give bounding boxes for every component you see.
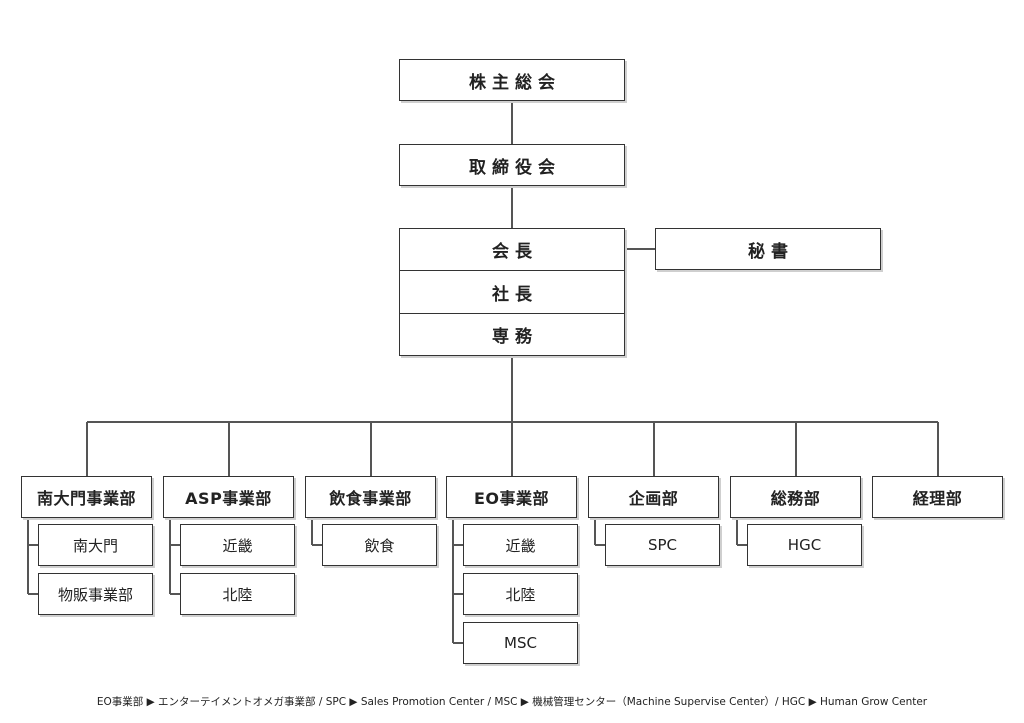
department-box[interactable]: 経理部 — [872, 476, 1003, 518]
department-label: 企画部 — [628, 489, 679, 508]
department-box[interactable]: 南大門事業部 — [21, 476, 152, 518]
department-box[interactable]: ASP事業部 — [163, 476, 294, 518]
sub-unit-box[interactable]: MSC — [463, 622, 578, 664]
department-label: 経理部 — [912, 489, 963, 508]
shareholders-meeting-label: 株主総会 — [469, 72, 561, 93]
sub-unit-box[interactable]: 物販事業部 — [38, 573, 153, 615]
secretary-label: 秘書 — [748, 241, 794, 262]
department-label: 南大門事業部 — [36, 489, 136, 508]
senior-md-label: 専務 — [492, 327, 538, 347]
department-label: ASP事業部 — [185, 489, 272, 508]
president-cell[interactable]: 社長 — [400, 271, 624, 314]
sub-unit-label: 近畿 — [505, 536, 536, 555]
sub-unit-label: 南大門 — [72, 536, 118, 555]
sub-unit-label: SPC — [647, 536, 678, 554]
chairman-label: 会長 — [492, 242, 538, 262]
sub-unit-box[interactable]: 近畿 — [463, 524, 578, 566]
sub-unit-label: MSC — [504, 634, 537, 652]
sub-unit-box[interactable]: HGC — [747, 524, 862, 566]
board-of-directors-label: 取締役会 — [469, 157, 561, 178]
abbreviation-legend: EO事業部 ▶ エンターテイメントオメガ事業部 / SPC ▶ Sales Pr… — [96, 696, 928, 708]
department-label: 飲食事業部 — [329, 489, 412, 508]
executive-stack: 会長 社長 専務 — [399, 228, 625, 356]
department-label: EO事業部 — [473, 489, 550, 508]
sub-unit-label: HGC — [787, 536, 822, 554]
sub-unit-label: 近畿 — [222, 536, 253, 555]
department-box[interactable]: 企画部 — [588, 476, 719, 518]
sub-unit-box[interactable]: SPC — [605, 524, 720, 566]
sub-unit-label: 北陸 — [222, 585, 253, 604]
president-label: 社長 — [492, 284, 538, 305]
sub-unit-box[interactable]: 北陸 — [180, 573, 295, 615]
sub-unit-label: 北陸 — [505, 585, 536, 604]
department-box[interactable]: EO事業部 — [446, 476, 577, 518]
shareholders-meeting-box[interactable]: 株主総会 — [399, 59, 625, 101]
department-box[interactable]: 飲食事業部 — [305, 476, 436, 518]
sub-unit-label: 物販事業部 — [57, 585, 133, 604]
department-label: 総務部 — [770, 489, 821, 508]
senior-md-cell[interactable]: 専務 — [400, 314, 624, 355]
board-of-directors-box[interactable]: 取締役会 — [399, 144, 625, 186]
sub-unit-box[interactable]: 飲食 — [322, 524, 437, 566]
sub-unit-label: 飲食 — [364, 536, 395, 555]
sub-unit-box[interactable]: 近畿 — [180, 524, 295, 566]
secretary-box[interactable]: 秘書 — [655, 228, 881, 270]
sub-unit-box[interactable]: 北陸 — [463, 573, 578, 615]
department-box[interactable]: 総務部 — [730, 476, 861, 518]
sub-unit-box[interactable]: 南大門 — [38, 524, 153, 566]
chairman-cell[interactable]: 会長 — [400, 229, 624, 271]
